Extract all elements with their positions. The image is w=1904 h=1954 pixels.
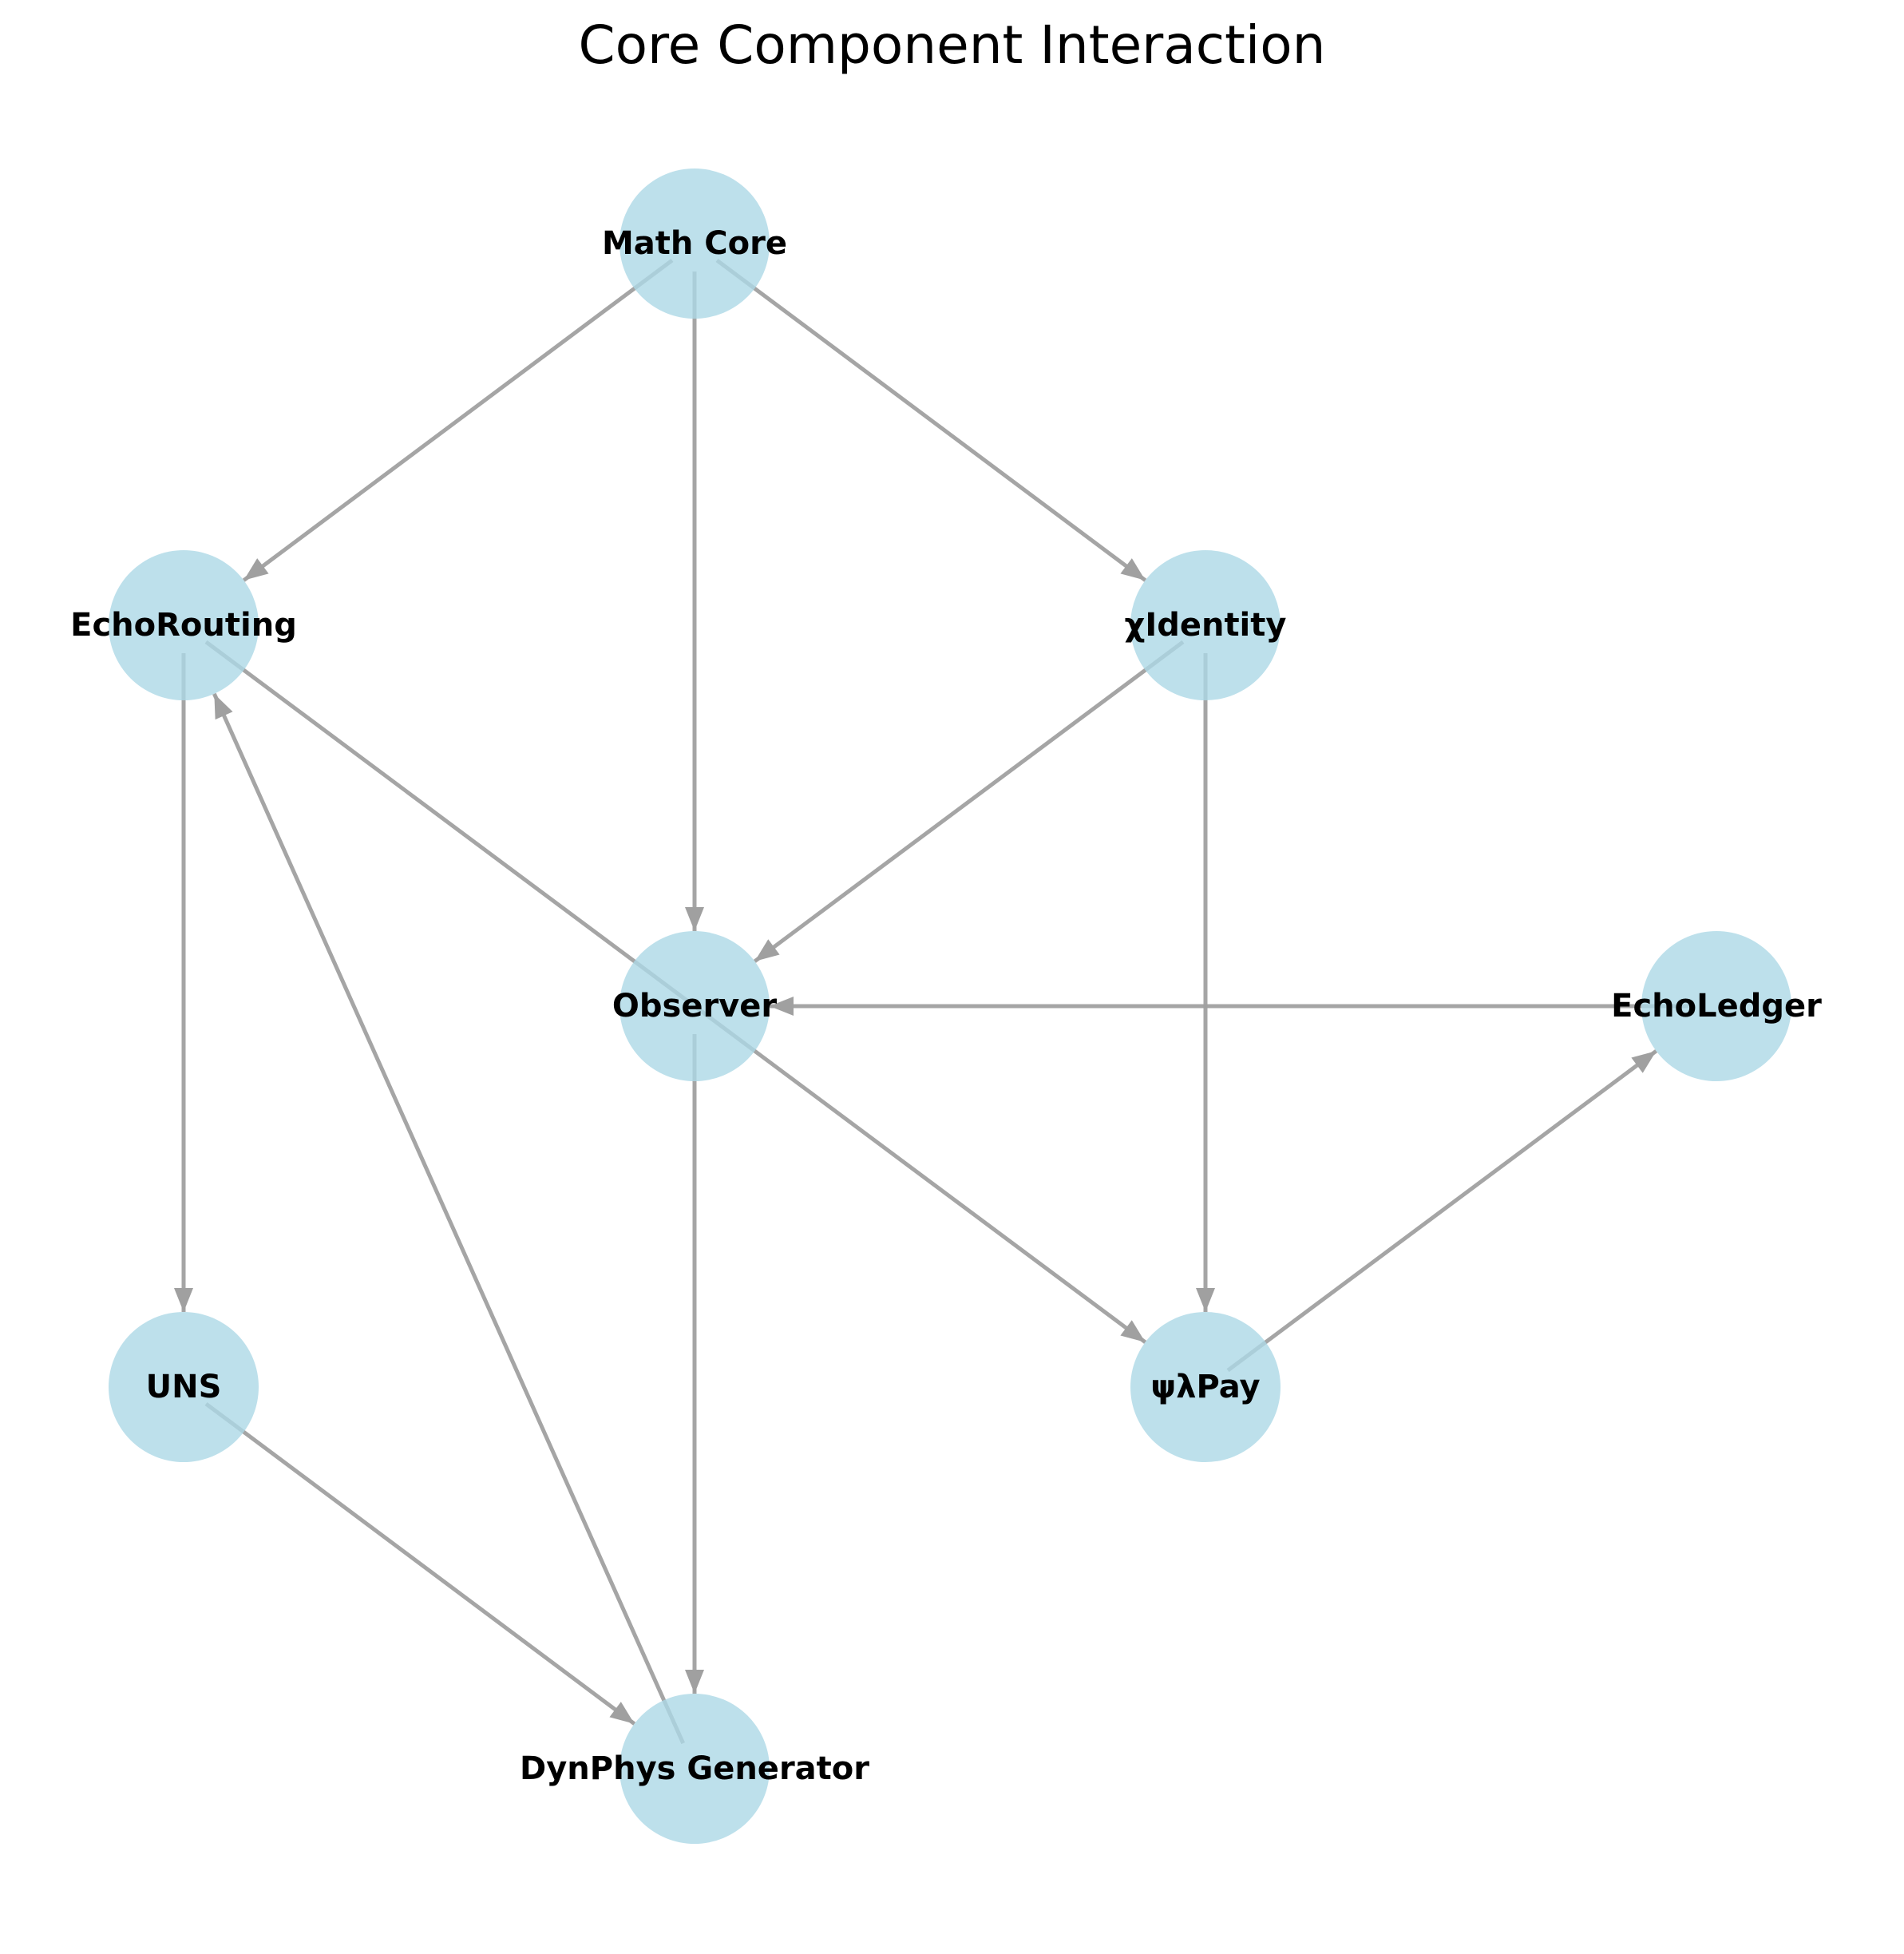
node-circle	[619, 1694, 770, 1844]
edge-psi_lambda_pay-to-echo_ledger	[1226, 1049, 1658, 1373]
arrowhead-icon	[174, 1288, 193, 1312]
node-dynphys: DynPhys Generator	[520, 1694, 869, 1844]
node-circle	[619, 931, 770, 1081]
edge-observer-to-dynphys	[685, 1034, 704, 1694]
node-chi_identity: χIdentity	[1125, 550, 1287, 700]
arrowhead-icon	[685, 1670, 704, 1694]
node-label: UNS	[146, 1369, 222, 1405]
node-circle	[109, 550, 259, 700]
arrowhead-icon	[685, 907, 704, 931]
node-echo_ledger: EchoLedger	[1611, 931, 1822, 1081]
node-label: Math Core	[602, 225, 787, 262]
node-label: DynPhys Generator	[520, 1750, 869, 1787]
diagram-title: Core Component Interaction	[578, 14, 1326, 76]
arrowhead-icon	[243, 558, 269, 581]
node-label: EchoLedger	[1611, 988, 1822, 1025]
node-psi_lambda_pay: ψλPay	[1130, 1312, 1281, 1462]
node-circle	[109, 1312, 259, 1462]
edge-echo_routing-to-uns	[174, 653, 193, 1312]
arrowhead-icon	[1120, 1320, 1146, 1342]
edge-line	[204, 1401, 636, 1726]
edge-line	[715, 258, 1147, 582]
edges-layer	[174, 258, 1688, 1745]
edge-math_core-to-chi_identity	[715, 258, 1147, 582]
arrowhead-icon	[754, 939, 780, 961]
arrowhead-icon	[609, 1702, 635, 1724]
node-label: EchoRouting	[70, 607, 297, 644]
arrowhead-icon	[1196, 1288, 1215, 1312]
edge-line	[212, 692, 686, 1745]
node-uns: UNS	[109, 1312, 259, 1462]
node-label: Observer	[612, 988, 778, 1025]
arrowhead-icon	[1120, 558, 1146, 581]
node-circle	[1130, 550, 1281, 700]
node-observer: Observer	[612, 931, 778, 1081]
edge-uns-to-dynphys	[204, 1401, 636, 1726]
edge-line	[1226, 1049, 1658, 1373]
node-circle	[1641, 931, 1791, 1081]
node-math_core: Math Core	[602, 168, 787, 319]
edge-line	[753, 640, 1185, 963]
edge-math_core-to-observer	[685, 271, 704, 931]
node-circle	[619, 168, 770, 319]
arrowhead-icon	[214, 693, 233, 720]
edge-dynphys-to-echo_routing	[212, 692, 686, 1745]
edge-math_core-to-echo_routing	[242, 258, 674, 582]
node-label: χIdentity	[1125, 607, 1287, 644]
edge-line	[242, 258, 674, 582]
node-echo_routing: EchoRouting	[70, 550, 297, 700]
arrowhead-icon	[1631, 1051, 1657, 1073]
edge-chi_identity-to-observer	[753, 640, 1185, 963]
edge-chi_identity-to-psi_lambda_pay	[1196, 653, 1215, 1312]
node-label: ψλPay	[1150, 1369, 1260, 1405]
edge-echo_ledger-to-observer	[770, 997, 1688, 1016]
node-circle	[1130, 1312, 1281, 1462]
arrowhead-icon	[770, 997, 794, 1016]
